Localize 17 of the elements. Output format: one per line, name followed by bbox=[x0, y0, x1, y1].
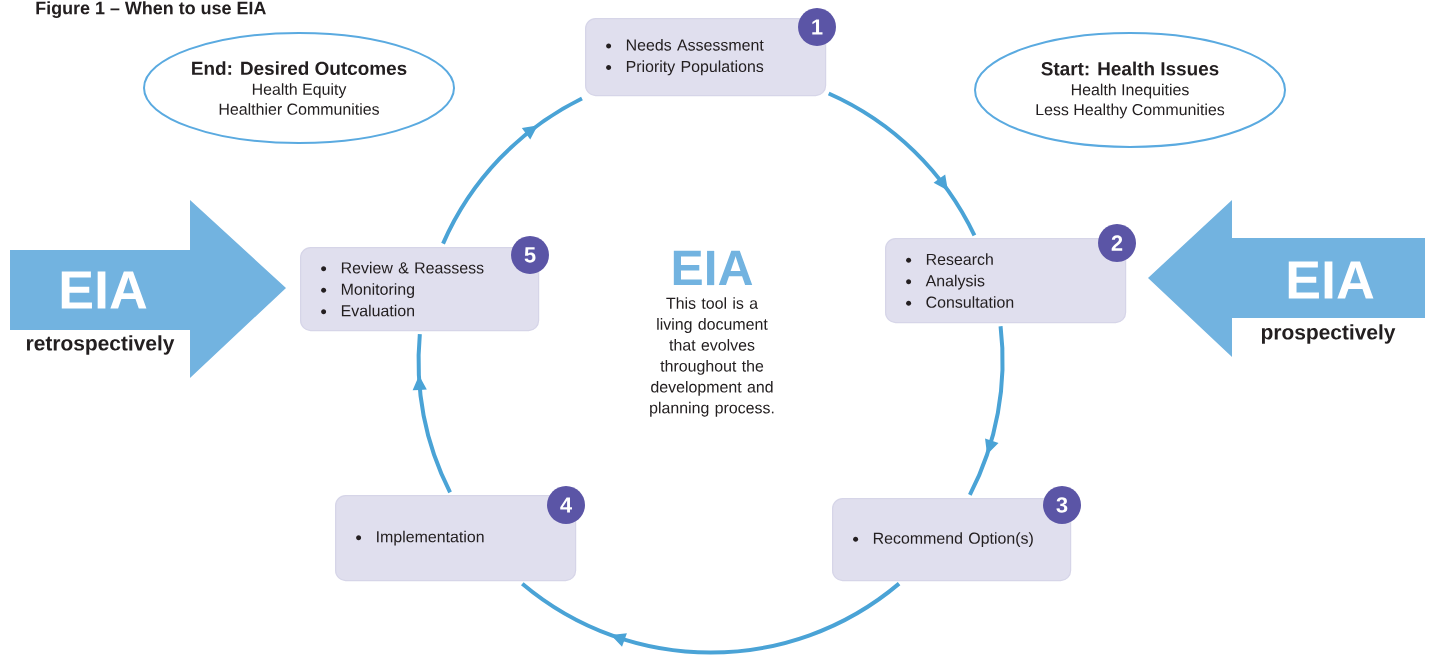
center-heading: EIA bbox=[673, 250, 753, 286]
cycle-arrow bbox=[521, 582, 901, 655]
cycle-arrow bbox=[968, 325, 1005, 496]
cycle-arrow bbox=[412, 334, 452, 494]
number-badge: 5 bbox=[511, 236, 549, 274]
oval-label: Start: Health Issues Health Inequities Less Healthy Communities bbox=[974, 32, 1286, 148]
number-badge: 3 bbox=[1043, 486, 1081, 524]
figure-title: Figure 1 – When to use EIA bbox=[36, 1, 266, 18]
number-badge: 2 bbox=[1098, 224, 1136, 262]
arrow-caption: retrospectively bbox=[26, 335, 175, 355]
cycle-arrow bbox=[827, 91, 977, 237]
center-note: This tool is a living document that evolves throughout the development and planning process. bbox=[650, 297, 774, 417]
number-badge: 1 bbox=[798, 8, 836, 46]
oval-label: End: Desired Outcomes Health Equity Healthier Communities bbox=[143, 32, 455, 144]
arrow-caption: prospectively bbox=[1261, 324, 1396, 344]
number-badge: 4 bbox=[547, 486, 585, 524]
cycle-arrow bbox=[441, 96, 583, 245]
